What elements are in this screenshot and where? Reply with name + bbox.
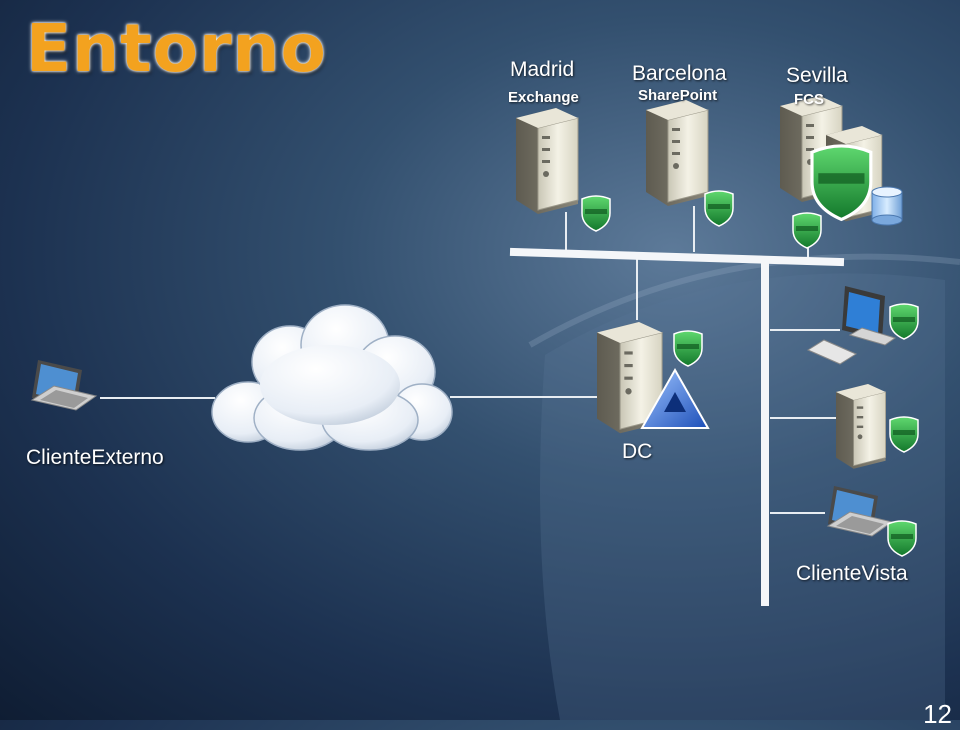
- active-directory-triangle-icon: [640, 367, 710, 429]
- sevilla-database-icon: [871, 186, 903, 226]
- desktop-computer-icon: [806, 286, 897, 365]
- dc-label: DC: [622, 440, 653, 463]
- page-number: 12: [923, 699, 952, 729]
- network-lines: [100, 206, 840, 514]
- slide-title: Entorno: [26, 10, 327, 87]
- sevilla-role-label: FCS: [794, 91, 824, 108]
- sevilla-forefront-shield-icon: [792, 212, 822, 249]
- madrid-server-icon: [515, 107, 579, 215]
- cliente-externo-laptop-icon: [31, 359, 97, 411]
- member-server-icon: [835, 383, 886, 470]
- barcelona-label: Barcelona: [632, 62, 727, 85]
- madrid-forefront-shield-icon: [581, 195, 611, 232]
- madrid-role-label: Exchange: [508, 89, 579, 106]
- internet-cloud-icon: [211, 304, 453, 451]
- barcelona-server-icon: [645, 99, 709, 207]
- cliente-vista-label: ClienteVista: [796, 562, 908, 585]
- barcelona-role-label: SharePoint: [638, 87, 718, 104]
- madrid-label: Madrid: [510, 58, 575, 81]
- sevilla-label: Sevilla: [786, 64, 848, 87]
- cliente-externo-label: ClienteExterno: [26, 446, 164, 469]
- background-shield-edge: [528, 253, 960, 348]
- barcelona-forefront-shield-icon: [704, 190, 734, 227]
- backbone-bars: [509, 247, 845, 606]
